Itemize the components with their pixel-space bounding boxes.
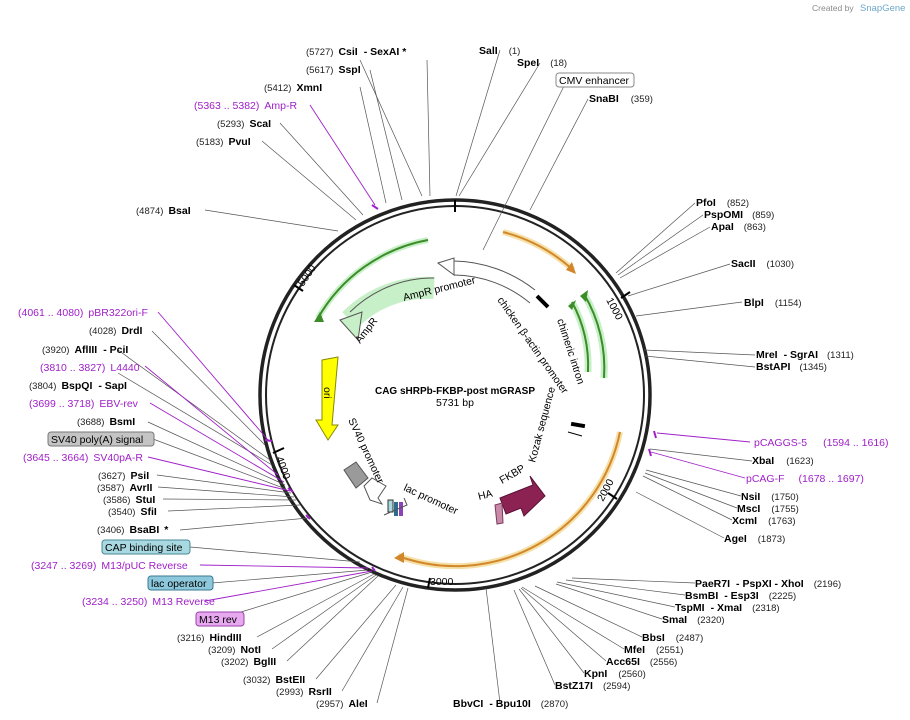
site-sspi: (5617)SspI bbox=[306, 64, 361, 76]
site-mfei: MfeI(2551) bbox=[624, 644, 683, 656]
site-csii: (5727)CsiI- SexAI * bbox=[306, 46, 407, 58]
site-nsii: NsiI(1750) bbox=[741, 491, 799, 503]
kozak-marker bbox=[570, 421, 586, 429]
primer-marks bbox=[264, 204, 657, 572]
label-lac-promoter: lac promoter bbox=[402, 482, 460, 518]
feature-lac-operator: lac operator bbox=[147, 575, 214, 591]
cmv-enhancer-arc bbox=[502, 229, 576, 273]
site-bglii: (3202)BglII bbox=[221, 656, 276, 668]
site-bsabi: (3406)BsaBI* bbox=[97, 524, 169, 536]
cba-promoter-arc bbox=[453, 261, 540, 304]
site-blpi: BlpI(1154) bbox=[744, 297, 802, 309]
site-bsteii: (3032)BstEII bbox=[243, 674, 305, 686]
lac-promoter-cluster bbox=[383, 497, 408, 516]
ha-tag bbox=[494, 502, 504, 525]
svg-text:CAP binding site: CAP binding site bbox=[105, 542, 183, 554]
primer-m13-reverse: (3234 .. 3250)M13 Reverse bbox=[82, 596, 215, 608]
site-bstz17i: BstZ17I(2594) bbox=[555, 680, 630, 692]
site-bbvci: BbvCI- Bpu10I(2870) bbox=[453, 698, 568, 710]
site-bsmbi: BsmBI- Esp3I(2225) bbox=[685, 590, 796, 602]
site-mrei: MreI- SgrAI(1311) bbox=[756, 349, 854, 361]
watermark-prefix: Created by bbox=[812, 3, 854, 13]
svg-text:SV40 poly(A) signal: SV40 poly(A) signal bbox=[51, 434, 143, 446]
site-spei: SpeI(18) bbox=[517, 57, 567, 69]
site-kpni: KpnI(2560) bbox=[584, 668, 646, 680]
site-paer7i: PaeR7I- PspXI - XhoI(2196) bbox=[695, 578, 841, 590]
site-bsmi: (3688)BsmI bbox=[77, 416, 135, 428]
tick-label-1000: 1000 bbox=[603, 296, 625, 322]
site-avrii: (3587)AvrII bbox=[97, 482, 153, 494]
site-apai: ApaI(863) bbox=[711, 221, 766, 233]
site-pspomi: PspOMI(859) bbox=[704, 209, 774, 221]
site-bsai: (4874)BsaI bbox=[136, 205, 191, 217]
tick-label-3000: 3000 bbox=[430, 576, 454, 588]
site-bspqi: (3804)BspQI- SapI bbox=[29, 380, 127, 392]
site-scai: (5293)ScaI bbox=[217, 118, 271, 130]
site-pvui: (5183)PvuI bbox=[196, 136, 251, 148]
fkbp-arrow bbox=[499, 475, 546, 517]
ampr-arrowhead bbox=[339, 311, 363, 342]
site-msci: MscI(1755) bbox=[737, 503, 799, 515]
site-hindiii: (3216)HindIII bbox=[177, 632, 242, 644]
label-ha: HA bbox=[477, 488, 494, 503]
primer-pbr322ori-f: (4061 .. 4080)pBR322ori-F bbox=[18, 307, 148, 319]
feature-m13-rev: M13 rev bbox=[195, 611, 245, 627]
site-agei: AgeI(1873) bbox=[724, 533, 785, 545]
site-xbai: XbaI(1623) bbox=[752, 455, 814, 467]
site-smai: SmaI(2320) bbox=[662, 614, 725, 626]
feature-sv40-polya-signal: SV40 poly(A) signal bbox=[47, 431, 155, 447]
ori-arrow bbox=[315, 356, 339, 441]
sv40-polya-feature bbox=[343, 461, 369, 489]
primer-amp-r: (5363 .. 5382)Amp-R bbox=[194, 100, 297, 112]
plasmid-size: 5731 bp bbox=[436, 397, 474, 409]
primer-leader-lines bbox=[144, 104, 751, 602]
site-xmni: (5412)XmnI bbox=[264, 82, 322, 94]
primer-ebv-rev: (3699 .. 3718)EBV-rev bbox=[29, 398, 139, 410]
site-sacii: SacII(1030) bbox=[731, 258, 794, 270]
site-snabi: SnaBI(359) bbox=[589, 93, 653, 105]
feature-cap-binding-site: CAP binding site bbox=[101, 539, 191, 555]
chimeric-intron-start bbox=[535, 294, 550, 309]
site-psii: (3627)PsiI bbox=[98, 470, 149, 482]
ruler-ticks bbox=[272, 200, 631, 589]
watermark-brand: SnapGene bbox=[860, 3, 905, 14]
label-fkbp: FKBP bbox=[498, 462, 528, 486]
svg-text:CMV enhancer: CMV enhancer bbox=[559, 75, 630, 87]
primer-pcaggs-5: pCAGGS-5(1594 .. 1616) bbox=[754, 437, 889, 449]
site-alei: (2957)AleI bbox=[316, 698, 368, 710]
label-ori: ori bbox=[321, 387, 333, 399]
primer-m13-puc-reverse: (3247 .. 3269)M13/pUC Reverse bbox=[31, 560, 188, 572]
site-sfii: (3540)SfiI bbox=[108, 506, 157, 518]
label-chicken-actin-promoter: chicken β-actin promoter bbox=[495, 295, 571, 397]
leader-lines bbox=[117, 49, 756, 704]
site-noti: (3209)NotI bbox=[208, 644, 261, 656]
primer-sv40pa-r: (3645 .. 3664)SV40pA-R bbox=[23, 452, 143, 464]
site-drdi: (4028)DrdI bbox=[89, 325, 143, 337]
site-afliii: (3920)AflIII- PciI bbox=[42, 344, 128, 356]
primer-l4440: (3810 .. 3827)L4440 bbox=[40, 362, 140, 374]
site-stui: (3586)StuI bbox=[103, 494, 155, 506]
site-sali: SalI(1) bbox=[479, 45, 520, 57]
svg-text:lac operator: lac operator bbox=[151, 578, 207, 590]
site-acc65i: Acc65I(2556) bbox=[606, 656, 677, 668]
site-rsrii: (2993)RsrII bbox=[276, 686, 332, 698]
site-xcmi: XcmI(1763) bbox=[732, 515, 796, 527]
label-kozak-sequence: Kozak sequence bbox=[526, 386, 558, 464]
site-pfoi: PfoI(852) bbox=[696, 197, 749, 209]
site-bbsi: BbsI(2487) bbox=[642, 632, 703, 644]
ampr-promoter-arrow bbox=[436, 257, 455, 276]
site-tspmi: TspMI- XmaI(2318) bbox=[675, 602, 780, 614]
primer-pcag-f: pCAG-F(1678 .. 1697) bbox=[746, 473, 864, 485]
sv40-promoter-arrow bbox=[363, 477, 387, 505]
svg-text:M13 rev: M13 rev bbox=[199, 614, 238, 626]
site-bstapi: BstAPI(1345) bbox=[756, 361, 827, 373]
snapgene-watermark: Created by SnapGene bbox=[812, 3, 905, 14]
plasmid-name: CAG sHRPb-FKBP-post mGRASP bbox=[375, 386, 535, 397]
feature-cmv-enhancer: CMV enhancer bbox=[555, 72, 635, 88]
